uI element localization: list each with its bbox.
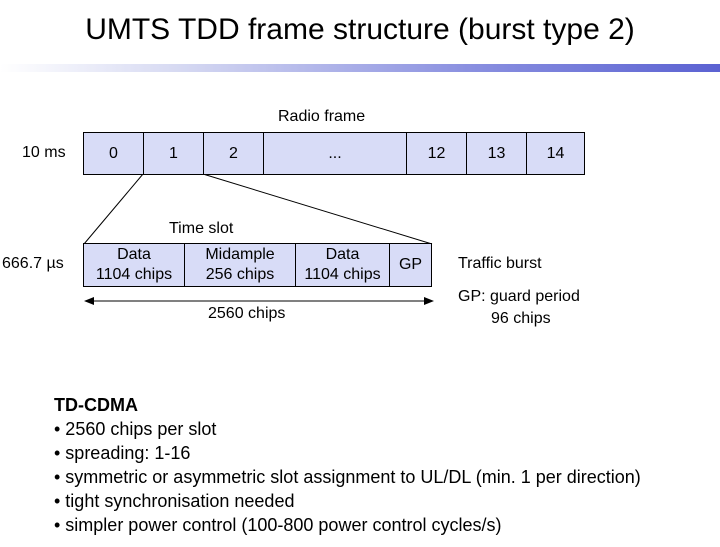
- tdcdma-bullet: • symmetric or asymmetric slot assignmen…: [54, 467, 641, 487]
- burst-data-2: Data 1104 chips: [295, 243, 390, 287]
- frame-slot-12: 12: [406, 132, 467, 175]
- frame-slot-ellipsis: ...: [263, 132, 407, 175]
- burst-data-1: Data 1104 chips: [83, 243, 185, 287]
- zoom-line-right: [202, 173, 433, 245]
- burst-data-1-chips: 1104 chips: [95, 266, 173, 283]
- burst-total-chips: 2560 chips: [208, 305, 286, 322]
- tdcdma-heading: TD-CDMA: [54, 395, 138, 415]
- chips-arrow-right: [424, 297, 434, 305]
- burst-guard-period: GP: [389, 243, 432, 287]
- chips-arrow-left: [84, 297, 94, 305]
- time-slot-label: Time slot: [169, 220, 234, 237]
- slide-title: UMTS TDD frame structure (burst type 2): [85, 13, 635, 46]
- burst-data-2-chips: 1104 chips: [304, 266, 381, 283]
- tdcdma-bullet: • tight synchronisation needed: [54, 491, 295, 511]
- frame-slot-2: 2: [203, 132, 264, 175]
- frame-slot-13: 13: [466, 132, 527, 175]
- burst-midamble-chips: 256 chips: [205, 266, 275, 283]
- frame-slot-0: 0: [83, 132, 144, 175]
- zoom-line-left: [83, 173, 144, 245]
- tdcdma-bullet: • simpler power control (100-800 power c…: [54, 515, 502, 535]
- frame-slot-1: 1: [143, 132, 204, 175]
- guard-period-legend: GP: guard period: [458, 288, 580, 305]
- tdcdma-bullet: • 2560 chips per slot: [54, 419, 217, 439]
- radio-frame-duration: 10 ms: [22, 144, 66, 161]
- tdcdma-summary: TD-CDMA • 2560 chips per slot • spreadin…: [54, 393, 641, 537]
- title-underline-bar: [0, 64, 720, 72]
- time-slot-duration: 666.7 µs: [2, 255, 64, 272]
- burst-midamble: Midample 256 chips: [184, 243, 296, 287]
- traffic-burst-label: Traffic burst: [458, 255, 542, 272]
- burst-data-1-name: Data: [117, 246, 151, 263]
- frame-slot-14: 14: [526, 132, 585, 175]
- guard-period-chips: 96 chips: [491, 310, 551, 327]
- tdcdma-bullet: • spreading: 1-16: [54, 443, 191, 463]
- burst-midamble-name: Midample: [205, 246, 275, 263]
- burst-data-2-name: Data: [325, 246, 360, 263]
- radio-frame-label: Radio frame: [278, 108, 366, 125]
